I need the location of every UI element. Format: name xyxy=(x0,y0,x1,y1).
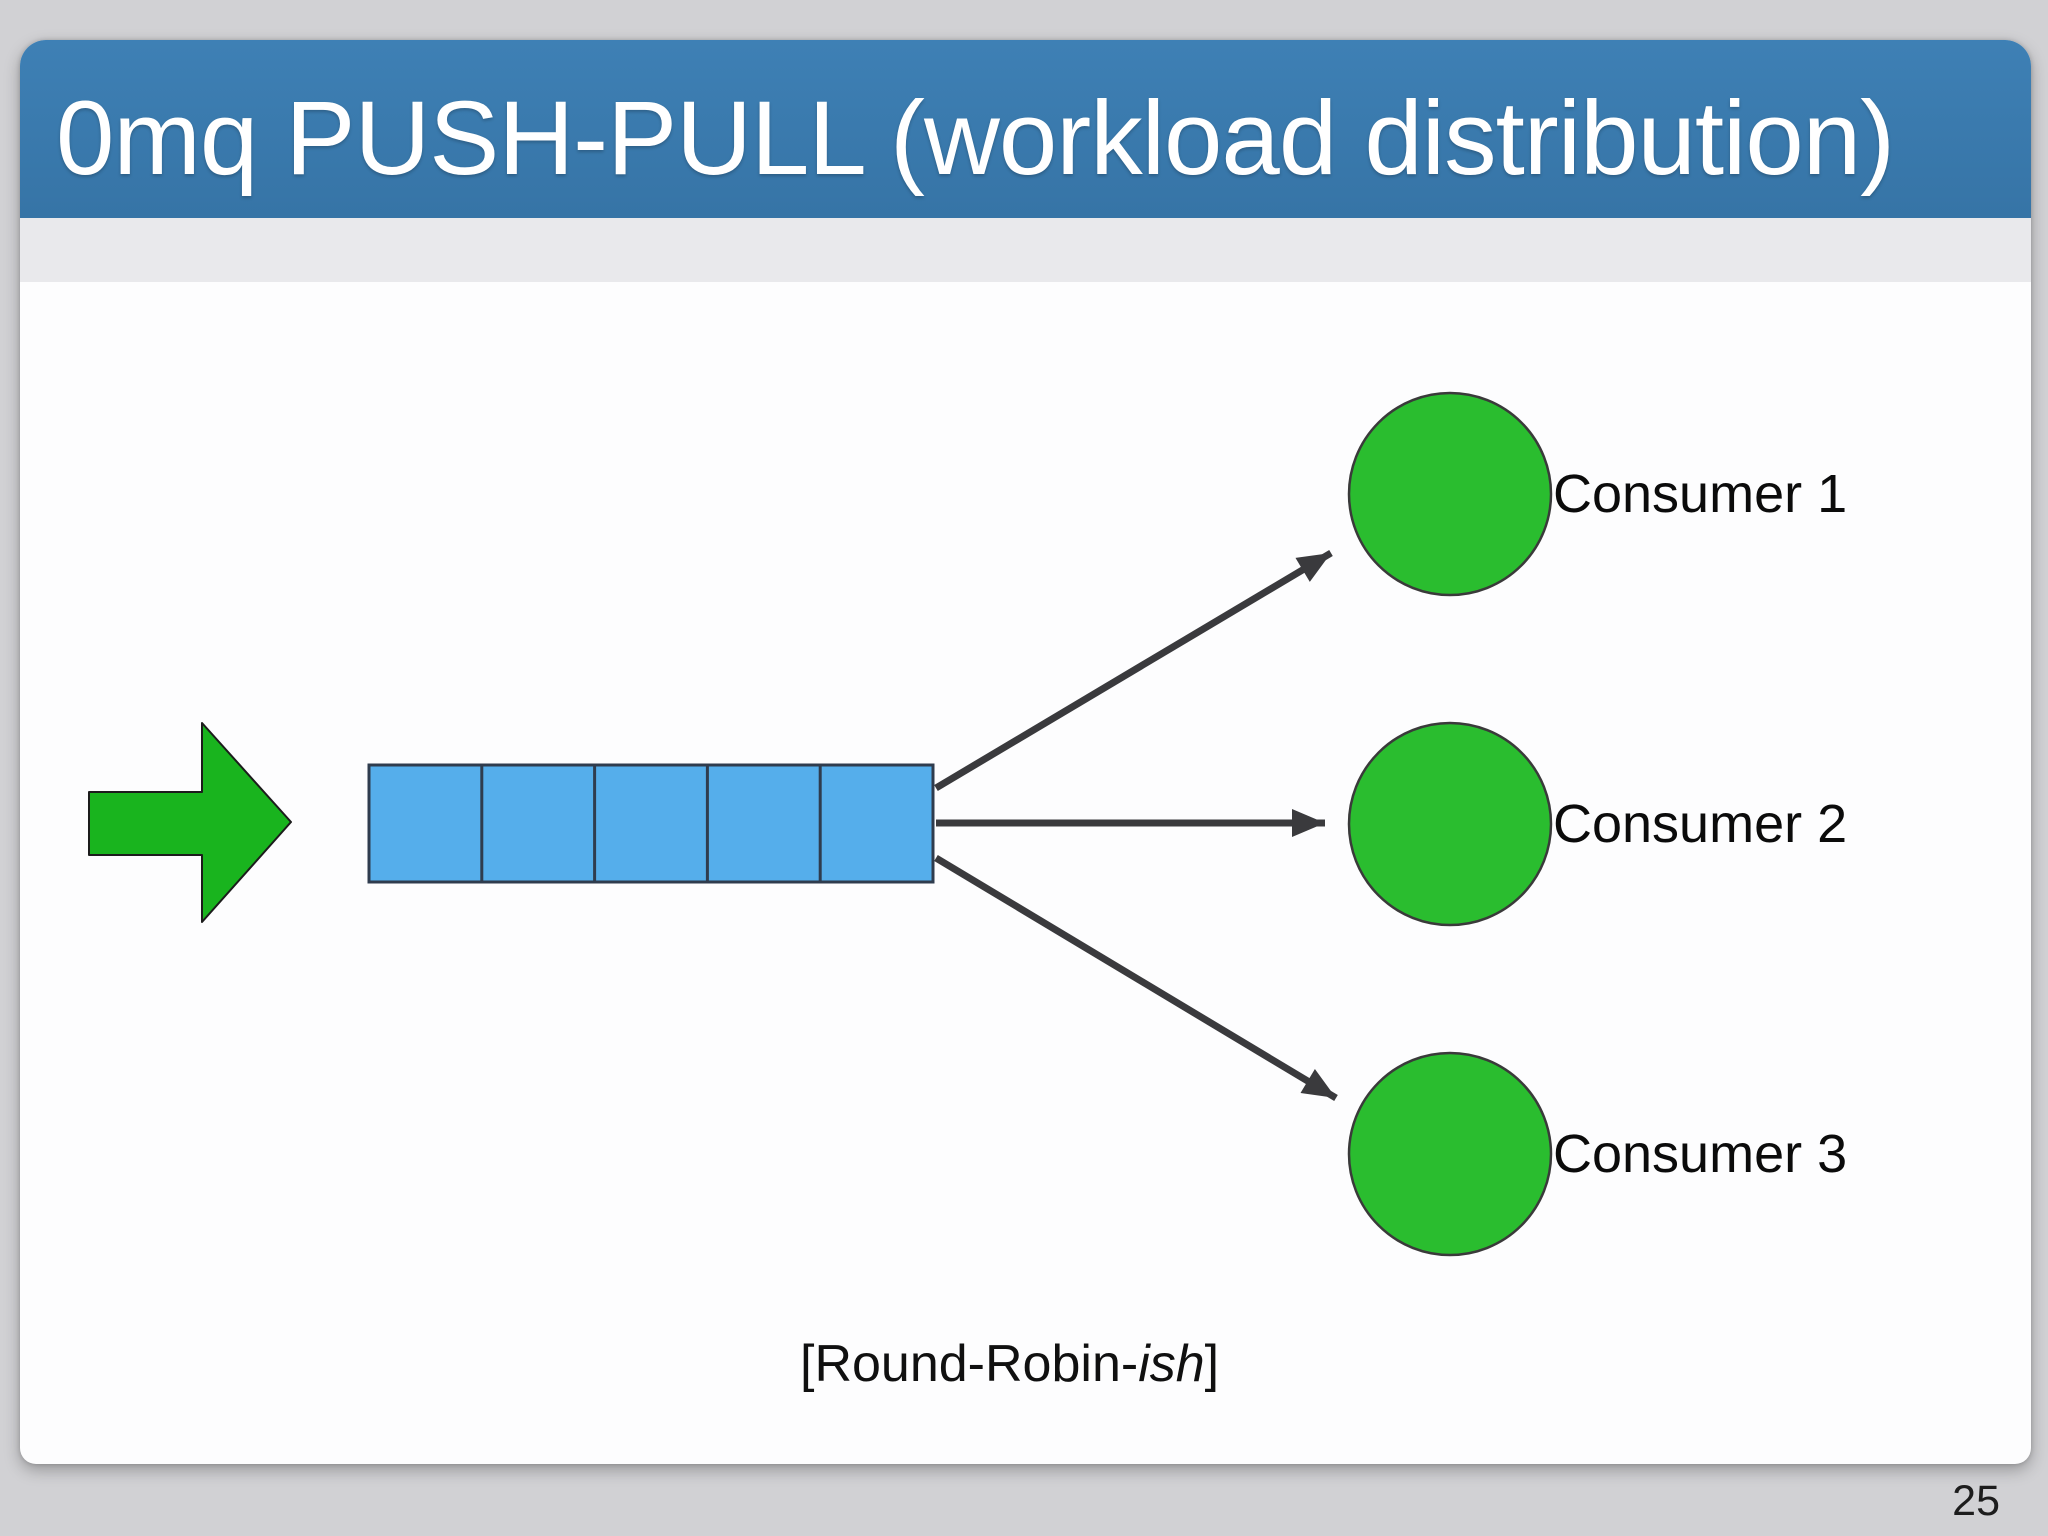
consumer-label-3: Consumer 3 xyxy=(1553,1124,1848,1184)
connector-to-consumer-3 xyxy=(934,854,1338,1102)
consumer-node-1 xyxy=(1347,391,1553,597)
page-number: 25 xyxy=(1952,1477,2000,1525)
message-queue xyxy=(367,763,935,884)
caption-prefix: [Round-Robin- xyxy=(800,1335,1139,1393)
caption-emphasis: ish xyxy=(1138,1335,1205,1393)
push-arrow-icon xyxy=(88,722,292,923)
slide-title: 0mq PUSH-PULL (workload distribution) xyxy=(56,80,1895,197)
consumer-label-1: Consumer 1 xyxy=(1553,464,1848,524)
queue-outline xyxy=(367,763,935,884)
consumer-label-2: Consumer 2 xyxy=(1553,794,1848,854)
title-substrip xyxy=(20,218,2031,282)
title-bar: 0mq PUSH-PULL (workload distribution) xyxy=(20,40,2031,218)
consumer-node-3 xyxy=(1347,1051,1553,1257)
slide: 0mq PUSH-PULL (workload distribution) xyxy=(20,40,2031,1464)
consumer-node-2 xyxy=(1347,721,1553,927)
round-robin-caption: [Round-Robin-ish] xyxy=(800,1332,1219,1396)
connector-to-consumer-1 xyxy=(934,549,1333,792)
caption-suffix: ] xyxy=(1204,1335,1220,1393)
